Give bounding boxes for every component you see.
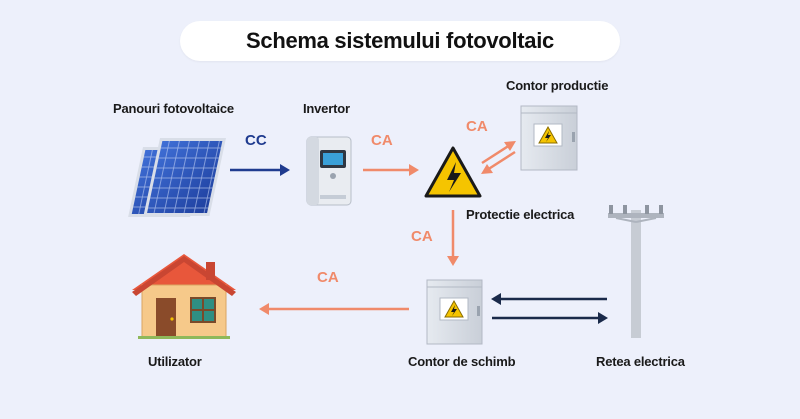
- electrical-hazard-icon: [424, 146, 482, 198]
- ac-flow-label-user: CA: [317, 269, 339, 286]
- ac-arrow-inverter: [363, 164, 419, 176]
- diagram-title: Schema sistemului fotovoltaic: [246, 28, 554, 53]
- title-banner: Schema sistemului fotovoltaic: [180, 21, 620, 61]
- ac-flow-label-inverter: CA: [371, 132, 393, 149]
- utility-pole-icon: [608, 205, 664, 338]
- exchange-meter-label: Contor de schimb: [408, 354, 516, 369]
- protection-label: Protectie electrica: [466, 207, 575, 222]
- grid-bidirectional-arrow: [491, 293, 608, 324]
- grid-label: Retea electrica: [596, 354, 685, 369]
- dc-arrow: [230, 164, 290, 176]
- production-meter-label: Contor productie: [506, 78, 609, 93]
- production-meter-icon: [520, 105, 578, 171]
- ac-flow-label-meter: CA: [466, 118, 488, 135]
- exchange-meter-icon: [426, 279, 483, 345]
- house-icon: [132, 254, 236, 339]
- panels-label: Panouri fotovoltaice: [113, 101, 234, 116]
- ac-flow-label-down: CA: [411, 228, 433, 245]
- dc-flow-label: CC: [245, 132, 267, 149]
- ac-bidirectional-arrow: [481, 141, 516, 174]
- user-label: Utilizator: [148, 354, 202, 369]
- inverter-label: Invertor: [303, 101, 350, 116]
- solar-panel-icon: [128, 138, 226, 217]
- inverter-icon: [306, 136, 352, 206]
- ac-arrow-down: [447, 210, 459, 266]
- ac-arrow-to-user: [259, 303, 409, 315]
